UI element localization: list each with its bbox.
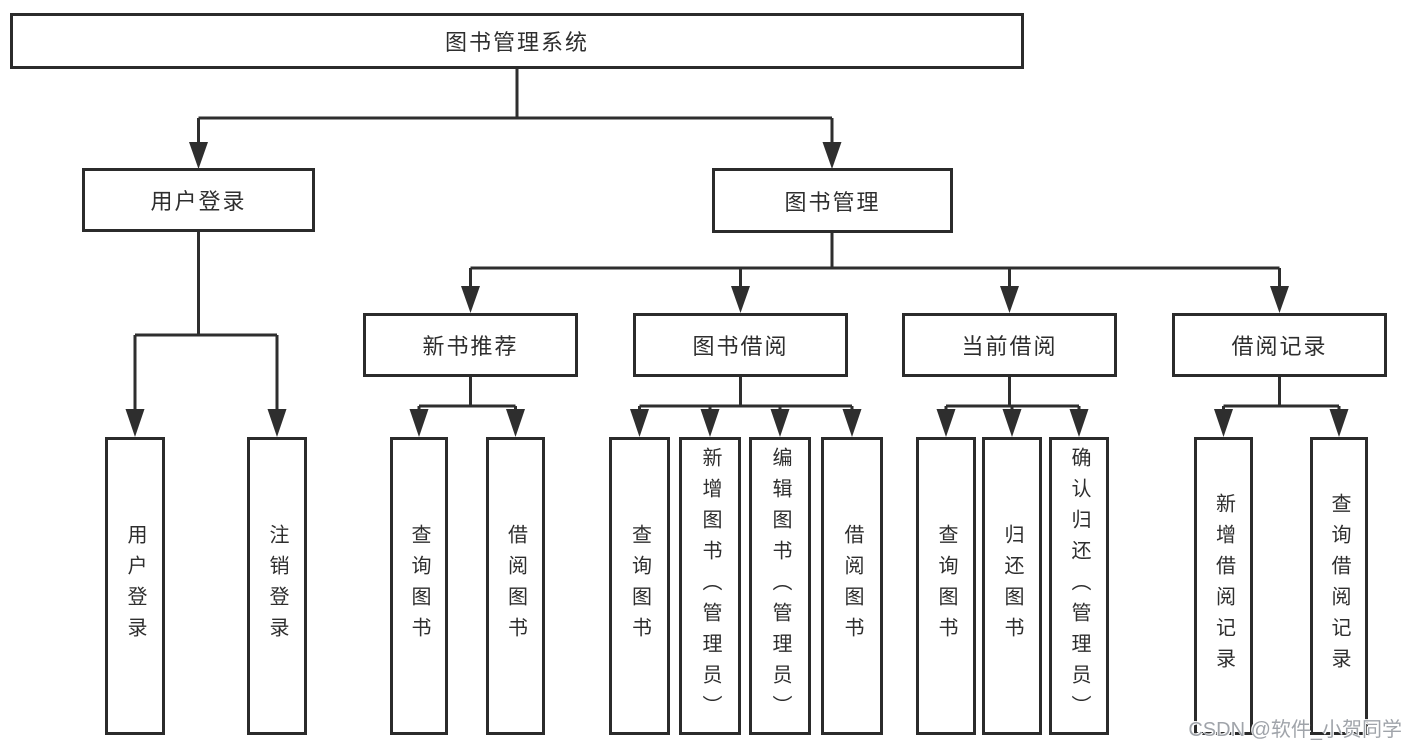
node-leaf-logout: 注销登录 xyxy=(247,437,307,735)
node-label: 查询图书 xyxy=(408,524,430,648)
node-user-login: 用户登录 xyxy=(82,168,315,232)
node-leaf-query-borrow-record: 查询借阅记录 xyxy=(1310,437,1368,735)
node-book-borrowing: 图书借阅 xyxy=(633,313,848,377)
node-library-system: 图书管理系统 xyxy=(10,13,1024,69)
node-label: 查询图书 xyxy=(935,524,957,648)
node-label: 新增借阅记录 xyxy=(1212,493,1235,679)
node-label: 当前借阅 xyxy=(961,334,1058,359)
node-label: 确认归还（管理员） xyxy=(1068,446,1090,726)
node-label: 编辑图书（管理员） xyxy=(769,446,791,726)
node-leaf-query-books-2: 查询图书 xyxy=(609,437,670,735)
node-current-borrowing: 当前借阅 xyxy=(902,313,1117,377)
node-label: 借阅图书 xyxy=(841,524,863,648)
node-label: 图书管理系统 xyxy=(444,30,589,55)
node-new-book-recommend: 新书推荐 xyxy=(363,313,578,377)
node-label: 新书推荐 xyxy=(422,334,519,359)
csdn-watermark: CSDN @软件_小贺同学 xyxy=(1188,719,1402,741)
node-label: 图书管理 xyxy=(784,189,881,215)
node-label: 新增图书（管理员） xyxy=(699,446,721,726)
node-borrowing-records: 借阅记录 xyxy=(1172,313,1387,377)
node-leaf-return-books: 归还图书 xyxy=(982,437,1042,735)
node-leaf-user-login: 用户登录 xyxy=(105,437,165,735)
node-leaf-borrow-books-2: 借阅图书 xyxy=(821,437,883,735)
node-label: 查询借阅记录 xyxy=(1328,493,1350,679)
node-label: 图书借阅 xyxy=(692,334,789,359)
node-leaf-add-books-admin: 新增图书（管理员） xyxy=(679,437,741,735)
node-leaf-query-books-3: 查询图书 xyxy=(916,437,976,735)
node-label: 用户登录 xyxy=(150,189,247,214)
node-book-management: 图书管理 xyxy=(712,168,953,233)
arrowhead-icons xyxy=(125,142,1349,437)
node-leaf-query-books-1: 查询图书 xyxy=(390,437,448,735)
node-label: 借阅图书 xyxy=(504,524,527,648)
node-label: 归还图书 xyxy=(1001,524,1023,648)
node-label: 用户登录 xyxy=(124,524,146,648)
node-label: 查询图书 xyxy=(628,524,651,648)
node-leaf-add-borrow-record: 新增借阅记录 xyxy=(1194,437,1253,735)
node-label: 注销登录 xyxy=(266,524,288,648)
node-leaf-confirm-return-admin: 确认归还（管理员） xyxy=(1049,437,1109,735)
node-label: 借阅记录 xyxy=(1231,334,1328,359)
node-leaf-edit-books-admin: 编辑图书（管理员） xyxy=(749,437,811,735)
node-leaf-borrow-books-1: 借阅图书 xyxy=(486,437,545,735)
